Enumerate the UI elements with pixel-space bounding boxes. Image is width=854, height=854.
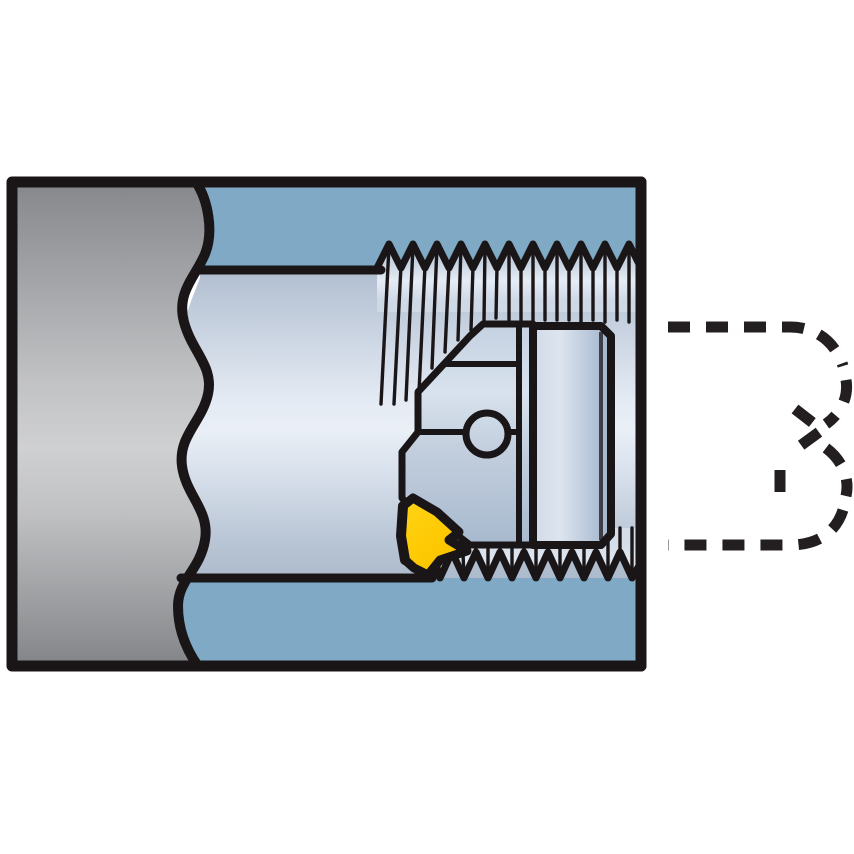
tool-head — [398, 320, 537, 549]
thread-flank-lines-upper — [379, 244, 631, 406]
internal-thread-upper — [373, 240, 645, 406]
section-outlines — [6, 176, 647, 672]
phantom-notch — [791, 404, 832, 451]
insert-cutting-edge — [395, 501, 410, 565]
clamp-screw-hole — [462, 409, 512, 459]
workpiece-lower-section — [176, 578, 642, 666]
phantom-right-upper — [822, 379, 853, 429]
cutaway-block — [12, 182, 210, 666]
phantom-top-edge — [668, 321, 849, 368]
break-line — [173, 177, 215, 671]
tool-shank-body — [529, 322, 615, 549]
phantom-right-lower — [822, 443, 853, 498]
workpiece-cutaway — [12, 182, 210, 666]
tool-shank — [529, 322, 615, 549]
phantom-bottom-edge — [668, 508, 849, 551]
thread-crest-line-upper — [373, 240, 645, 272]
phantom-outline — [668, 321, 853, 551]
threading-insert — [395, 493, 472, 580]
